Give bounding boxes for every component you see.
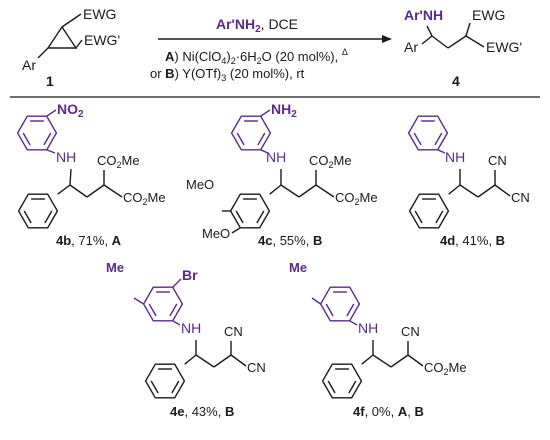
nitrile-1: CN [488, 153, 507, 168]
methoxy-2: MeO [202, 226, 230, 241]
nitrile-1: CN [224, 324, 243, 339]
methyl-group: Me [289, 260, 307, 275]
amine-nh: NH [181, 320, 201, 336]
product-label: 4 [452, 73, 460, 89]
condition-b: or B) Y(OTf)3 (20 mol%), rt [150, 66, 305, 83]
amine-nh: NH [445, 149, 465, 165]
product-4f: Me NH CN CO2Me [289, 260, 467, 399]
amine-nh: NH [358, 320, 378, 336]
amine-nh: NH [56, 149, 76, 165]
arrow-reagent: Ar'NH2, DCE [216, 16, 298, 35]
product-amine: Ar'NH [404, 7, 443, 23]
ester-1: CO2Me [309, 153, 352, 170]
product-4c: NH2 NH MeO MeO CO2Me CO2Me [186, 101, 378, 241]
condition-a: A) Ni(ClO4)2·6H2O (20 mol%), Δ [165, 47, 348, 66]
methyl-group: Me [106, 260, 124, 275]
nitrile-2: CN [247, 360, 266, 375]
product-4e: Br Me NH CN CN [106, 260, 266, 399]
product-4: Ar'NH Ar EWG EWG' 4 [404, 7, 522, 89]
product-4d: NH CN CN [407, 115, 530, 229]
nitro-group: NO2 [57, 101, 84, 120]
amino-group: NH2 [271, 101, 297, 120]
reaction-arrow [158, 35, 392, 43]
methoxy-1: MeO [186, 177, 214, 192]
caption-4c: 4c, 55%, B [258, 233, 322, 248]
product-4b: NO2 NH CO2Me CO2Me [16, 101, 166, 229]
ester-2: CO2Me [123, 190, 166, 207]
ester-2: CO2Me [335, 190, 378, 207]
caption-4b: 4b, 71%, A [56, 233, 122, 248]
product-ar: Ar [404, 39, 418, 55]
bromo-group: Br [182, 267, 198, 283]
ester: CO2Me [424, 360, 467, 377]
reactant-1: EWG EWG' Ar 1 [22, 6, 120, 89]
nitrile: CN [401, 324, 420, 339]
caption-4d: 4d, 41%, B [440, 233, 505, 248]
reactant-label: 1 [46, 73, 54, 89]
product-ewg-prime: EWG' [486, 39, 522, 55]
caption-4e: 4e, 43%, B [170, 404, 234, 419]
ester-1: CO2Me [97, 153, 140, 170]
amine-nh: NH [266, 149, 286, 165]
product-ewg: EWG [472, 7, 505, 23]
reactant-ewg-prime: EWG' [84, 32, 120, 48]
nitrile-2: CN [511, 190, 530, 205]
caption-4f: 4f, 0%, A, B [353, 404, 424, 419]
reactant-ewg: EWG [83, 6, 116, 22]
reactant-ar: Ar [22, 57, 36, 73]
